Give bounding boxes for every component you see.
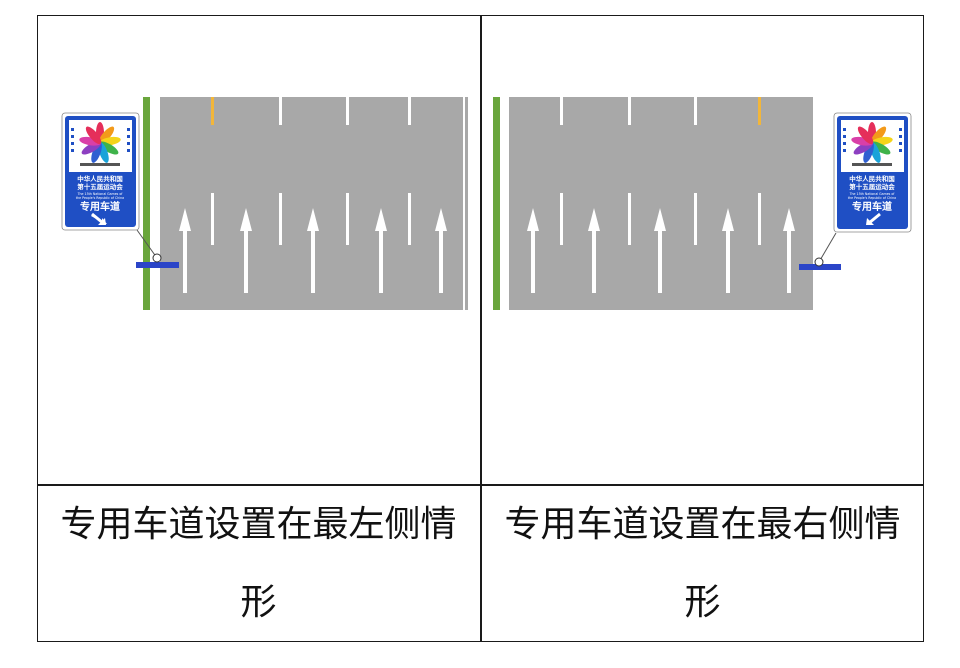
down-left-arrow-icon — [866, 212, 881, 225]
right-caption-line-1: 专用车道设置在最右侧情 — [504, 504, 901, 545]
right-sign-title-cn: 中华人民共和国 — [849, 174, 895, 183]
left-lane-dash — [346, 97, 349, 125]
right-caption: 专用车道设置在最右侧情 形 — [481, 490, 924, 638]
left-lane-dash — [408, 97, 411, 125]
left-sign-title-en-1: The 15th National Games of — [77, 192, 124, 196]
right-special-lane-dash — [758, 193, 761, 245]
left-sign-title-cn: 中华人民共和国 — [77, 174, 123, 183]
left-special-lane-dash — [211, 97, 214, 125]
left-sign-side-ticks — [71, 128, 130, 152]
row-divider — [37, 484, 924, 486]
right-lane-dash — [694, 193, 697, 245]
right-sign-bar — [799, 264, 841, 270]
right-sign-pole — [814, 257, 824, 267]
left-sign-pole — [152, 253, 162, 263]
left-sign-title-en-2: the People's Republic of China — [76, 196, 124, 200]
right-road-diagram: 中华人民共和国 第十五届运动会 The 15th National Games … — [493, 97, 912, 310]
right-green-strip — [493, 97, 500, 310]
left-road-diagram: 中华人民共和国 第十五届运动会 The 15th National Games … — [61, 97, 468, 310]
left-special-lane-dash — [211, 193, 214, 245]
left-road-edge-right — [463, 97, 465, 310]
left-sign-bar — [136, 262, 179, 268]
right-lane-dash — [560, 193, 563, 245]
right-special-lane-dash — [758, 97, 761, 125]
left-green-strip — [143, 97, 150, 310]
left-caption: 专用车道设置在最左侧情 形 — [37, 490, 480, 638]
left-lane-dash — [408, 193, 411, 245]
right-sign-lane-text: 专用车道 — [852, 200, 892, 213]
left-caption-line-2: 形 — [240, 582, 277, 623]
column-divider — [480, 15, 482, 642]
down-right-arrow-icon — [91, 212, 107, 225]
right-lane-dash — [628, 193, 631, 245]
left-lane-dash — [279, 97, 282, 125]
left-lane-dash — [279, 193, 282, 245]
right-caption-line-2: 形 — [684, 582, 721, 623]
right-lane-dash — [628, 97, 631, 125]
left-lane-sign: 中华人民共和国 第十五届运动会 The 15th National Games … — [61, 112, 140, 231]
right-road-edge-left — [507, 97, 509, 310]
left-sign-lane-text: 专用车道 — [80, 200, 120, 213]
right-sign-side-ticks — [843, 128, 902, 152]
left-lane-dash — [346, 193, 349, 245]
right-lane-dash — [694, 97, 697, 125]
left-games-logo — [79, 122, 121, 163]
right-sign-title-en-1: The 15th National Games of — [849, 192, 896, 196]
right-games-logo — [851, 122, 893, 163]
right-lane-sign: 中华人民共和国 第十五届运动会 The 15th National Games … — [833, 112, 912, 233]
left-sign-subtitle-cn: 第十五届运动会 — [77, 182, 123, 191]
right-sign-subtitle-cn: 第十五届运动会 — [849, 182, 895, 191]
right-road-edge-right — [813, 97, 815, 310]
left-road-edge-left — [157, 97, 159, 310]
right-sign-title-en-2: the People's Republic of China — [848, 196, 896, 200]
left-caption-line-1: 专用车道设置在最左侧情 — [60, 504, 457, 545]
right-lane-dash — [560, 97, 563, 125]
